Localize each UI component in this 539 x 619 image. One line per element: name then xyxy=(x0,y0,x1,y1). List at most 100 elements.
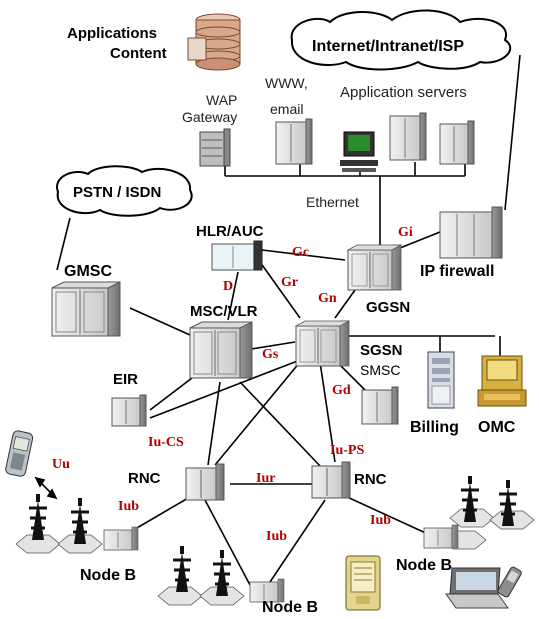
pstn-cloud: PSTN / ISDN xyxy=(56,165,193,217)
wap-gateway-server-icon xyxy=(199,128,231,167)
rnc-left-label: RNC xyxy=(128,470,161,487)
ggsn-node: GGSN xyxy=(347,244,410,316)
rnc-right-node: RNC xyxy=(311,461,387,499)
internet-cloud: Internet/Intranet/ISP xyxy=(290,9,512,71)
workstation-icon xyxy=(340,131,378,172)
interface-gi-label: Gi xyxy=(398,225,413,240)
wap-label: WAP xyxy=(206,92,237,108)
smsc-server-icon xyxy=(361,386,399,425)
billing-node: Billing xyxy=(410,351,459,436)
ggsn-firewall-gi-line xyxy=(399,231,441,249)
applications-label: Applications xyxy=(67,25,157,42)
hlr-auc-server-icon xyxy=(211,240,263,271)
msc-rnc-right-line xyxy=(239,381,323,469)
msc-vlr-node: MSC/VLR xyxy=(189,303,258,379)
node-b-right-label: Node B xyxy=(396,557,452,574)
pstn-gmsc-line xyxy=(56,217,71,271)
internet-firewall-line xyxy=(504,54,521,211)
interface-d-label: D xyxy=(223,279,233,294)
pda-icon xyxy=(345,555,381,611)
interface-iub-right-label: Iub xyxy=(370,513,391,528)
omc-terminal-icon xyxy=(477,355,527,407)
eir-node: EIR xyxy=(111,371,147,427)
ip-firewall-label: IP firewall xyxy=(420,263,494,280)
node-b-right-box-icon xyxy=(423,524,459,549)
connection-lines xyxy=(56,54,521,586)
node-b-left-box-icon xyxy=(103,526,139,551)
hlr-sgsn-gr-line xyxy=(259,261,301,319)
hlr-msc-d-line xyxy=(227,271,239,321)
billing-label: Billing xyxy=(410,419,459,436)
interface-gn-label: Gn xyxy=(318,291,337,306)
sgsn-switch-icon xyxy=(295,320,350,367)
interface-gd-label: Gd xyxy=(332,383,351,398)
gmsc-msc-line xyxy=(129,307,191,336)
billing-server-icon xyxy=(427,351,455,409)
cell-tower-center-1-icon xyxy=(171,544,193,594)
radio-link-arrow-icon xyxy=(34,476,58,500)
www-label: WWW, xyxy=(265,75,308,91)
interface-iub-left-label: Iub xyxy=(118,499,139,514)
database-icon xyxy=(187,13,241,71)
rnc-left-switch-icon xyxy=(185,463,225,501)
content-label: Content xyxy=(110,45,167,62)
omc-node: OMC xyxy=(477,355,527,436)
ggsn-sgsn-gn-line xyxy=(334,289,356,319)
interface-gs-label: Gs xyxy=(262,347,279,362)
rnc-left-node: RNC xyxy=(128,463,225,501)
application-server-2-icon xyxy=(439,120,475,165)
interface-iur-label: Iur xyxy=(256,471,275,486)
handheld-device-icon xyxy=(497,566,522,598)
gateway-label: Gateway xyxy=(182,109,237,125)
email-label: email xyxy=(270,101,303,117)
node-b-left-group: Node B xyxy=(15,492,139,584)
gmsc-label: GMSC xyxy=(64,263,112,280)
rnc-right-nodeb-center-line xyxy=(267,499,326,586)
interface-iub-center-label: Iub xyxy=(266,529,287,544)
rnc-left-nodeb-left-line xyxy=(129,493,196,533)
www-email-server-icon xyxy=(275,118,313,165)
msc-vlr-switch-icon xyxy=(189,321,253,379)
msc-eir-line xyxy=(149,377,193,411)
interface-uu-label: Uu xyxy=(52,457,70,472)
ethernet-label: Ethernet xyxy=(306,194,359,210)
cell-tower-left-1-icon xyxy=(27,492,49,542)
gmsc-switch-icon xyxy=(51,281,121,337)
sgsn-rnc-right-iups-line xyxy=(319,361,336,463)
interface-iu-ps-label: Iu-PS xyxy=(330,443,364,458)
node-b-center-group: Node B xyxy=(157,544,318,616)
hlr-auc-node: HLR/AUC xyxy=(196,223,264,271)
mobile-phone-icon xyxy=(5,430,34,477)
omc-label: OMC xyxy=(478,419,516,436)
application-server-1-icon xyxy=(389,112,427,161)
eir-server-icon xyxy=(111,394,147,427)
smsc-node: SMSC xyxy=(360,362,400,425)
sgsn-rnc-left-line xyxy=(214,361,301,466)
ip-firewall-icon xyxy=(439,206,503,259)
rnc-right-switch-icon xyxy=(311,461,351,499)
ggsn-label: GGSN xyxy=(366,299,410,316)
node-b-center-label: Node B xyxy=(262,599,318,616)
node-b-left-label: Node B xyxy=(80,567,136,584)
sgsn-node: SGSN xyxy=(295,320,403,367)
hlr-ggsn-gc-line xyxy=(261,249,346,261)
laptop-icon xyxy=(445,567,509,609)
ggsn-switch-icon xyxy=(347,244,402,291)
msc-rnc-left-line xyxy=(207,381,221,466)
msc-sgsn-gs-line xyxy=(244,341,296,351)
msc-vlr-label: MSC/VLR xyxy=(190,303,258,320)
hlr-auc-label: HLR/AUC xyxy=(196,223,264,240)
eir-label: EIR xyxy=(113,371,138,388)
interface-gc-label: Gc xyxy=(292,245,309,260)
interface-gr-label: Gr xyxy=(281,275,298,290)
interface-labels: Gc Gi D Gr Gn Gs Gd Iu-CS Iu-PS Iur Uu I… xyxy=(52,225,413,544)
sgsn-eir-line xyxy=(149,359,301,419)
node-b-right-group: Node B xyxy=(396,474,535,574)
smsc-label: SMSC xyxy=(360,362,400,378)
rnc-left-nodeb-center-line xyxy=(204,499,251,586)
gmsc-node: GMSC xyxy=(51,263,121,337)
rnc-right-label: RNC xyxy=(354,471,387,488)
ip-firewall-node: IP firewall xyxy=(420,206,503,280)
internet-label: Internet/Intranet/ISP xyxy=(312,38,464,55)
